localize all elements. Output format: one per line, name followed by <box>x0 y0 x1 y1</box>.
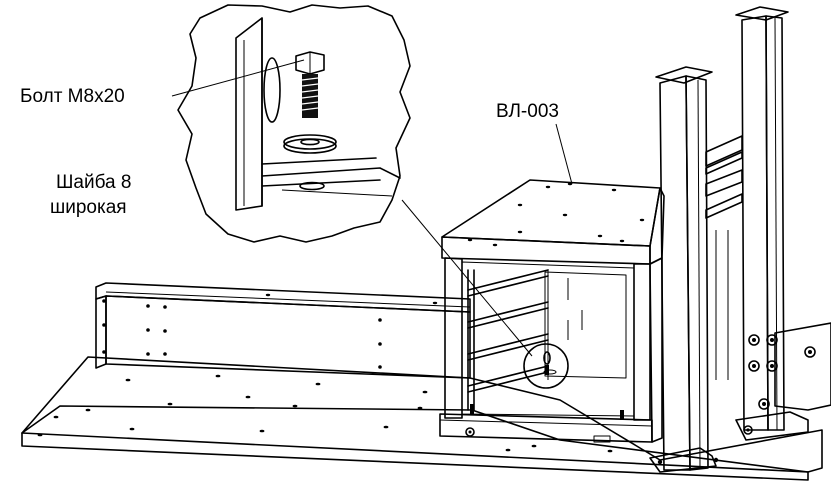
washer-8-wide <box>283 134 337 154</box>
callout-bolt: Болт М8х20 <box>20 59 305 107</box>
callout-part: ВЛ-003 <box>496 101 573 185</box>
back-wall-holes <box>102 293 438 369</box>
label-washer-line1: Шайба 8 <box>56 172 131 193</box>
post-bolts <box>743 334 816 435</box>
label-part: ВЛ-003 <box>496 101 559 122</box>
callout-washer: Шайба 8 широкая <box>50 172 131 218</box>
label-washer-line2: широкая <box>50 197 127 218</box>
rear-post <box>705 6 816 441</box>
cabinet-vl-003 <box>439 179 665 443</box>
label-bolt: Болт М8х20 <box>20 86 125 107</box>
cabinet-lid-holes <box>467 182 645 247</box>
detail-leader-line <box>401 199 533 357</box>
front-post <box>649 66 719 473</box>
cabinet-rails <box>467 269 583 411</box>
back-wall-panel <box>95 282 471 379</box>
base-plate <box>21 322 831 481</box>
detail-zoom-bubble <box>177 4 411 243</box>
detail-circle-marker <box>523 343 569 389</box>
base-plate-holes <box>37 374 613 453</box>
bolt-m8x20 <box>295 51 325 118</box>
detail-bolt-small <box>543 351 557 375</box>
